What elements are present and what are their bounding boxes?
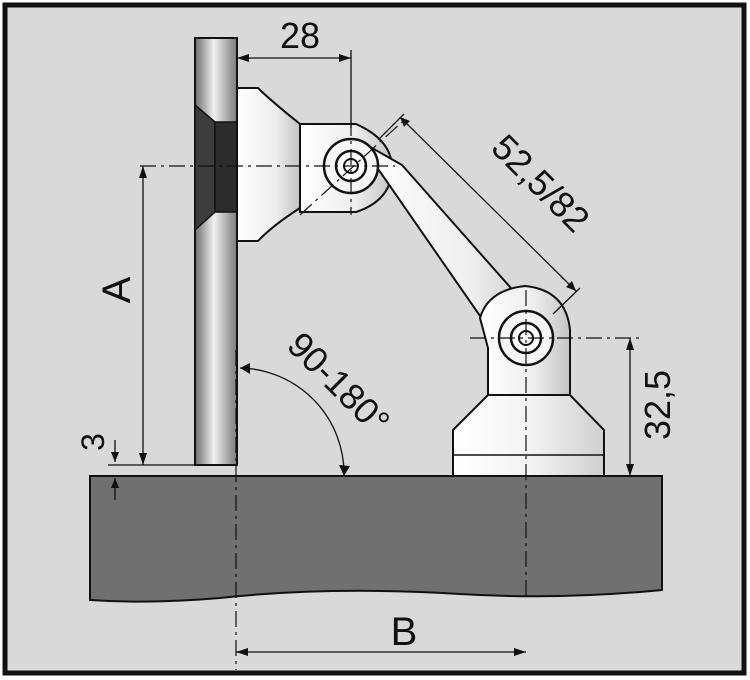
dimension-label-B: B bbox=[391, 610, 418, 654]
glass-panel bbox=[194, 37, 238, 466]
base-foot bbox=[452, 394, 605, 477]
glass-bore bbox=[214, 121, 238, 213]
center-lines bbox=[140, 120, 640, 670]
dimension-arrows bbox=[111, 54, 634, 656]
dimension-label-28: 28 bbox=[280, 15, 320, 56]
dimension-label-32-5: 32,5 bbox=[637, 370, 678, 440]
dimension-lines bbox=[108, 50, 642, 653]
floor-surface bbox=[89, 475, 663, 603]
glass-countersink bbox=[194, 103, 216, 232]
dimension-label-3: 3 bbox=[75, 433, 111, 451]
dimension-label-A: A bbox=[95, 276, 139, 303]
